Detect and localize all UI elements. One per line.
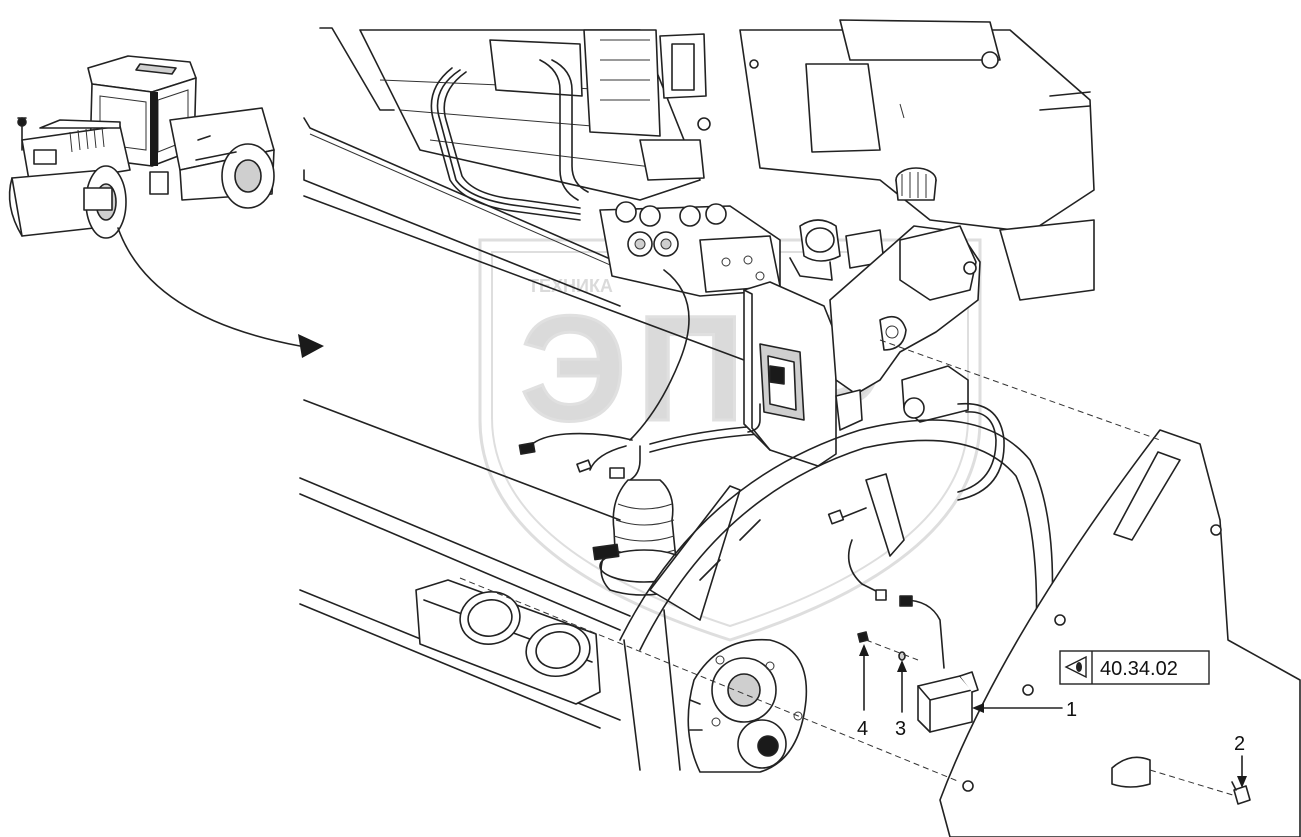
roller-overview-inset [8, 55, 324, 358]
part-4-nut [857, 631, 869, 643]
reference-box[interactable]: 40.34.02 [1059, 650, 1210, 685]
control-console [743, 281, 837, 467]
arrow-head-icon [298, 334, 324, 358]
part-3-washer [898, 651, 906, 661]
view-eye-icon [1064, 655, 1087, 679]
callout-3: 3 [895, 718, 906, 740]
reference-label: 40.34.02 [1100, 658, 1178, 680]
callout-leaders [859, 644, 1247, 788]
callout-4: 4 [857, 718, 868, 740]
side-plate [939, 429, 1301, 837]
callout-1: 1 [1066, 699, 1077, 721]
main-assembly [299, 19, 1301, 837]
lamp-housing [415, 579, 601, 705]
drum-hub [687, 638, 808, 773]
callout-2: 2 [1234, 733, 1245, 755]
part-1-sensor-box [917, 671, 979, 733]
